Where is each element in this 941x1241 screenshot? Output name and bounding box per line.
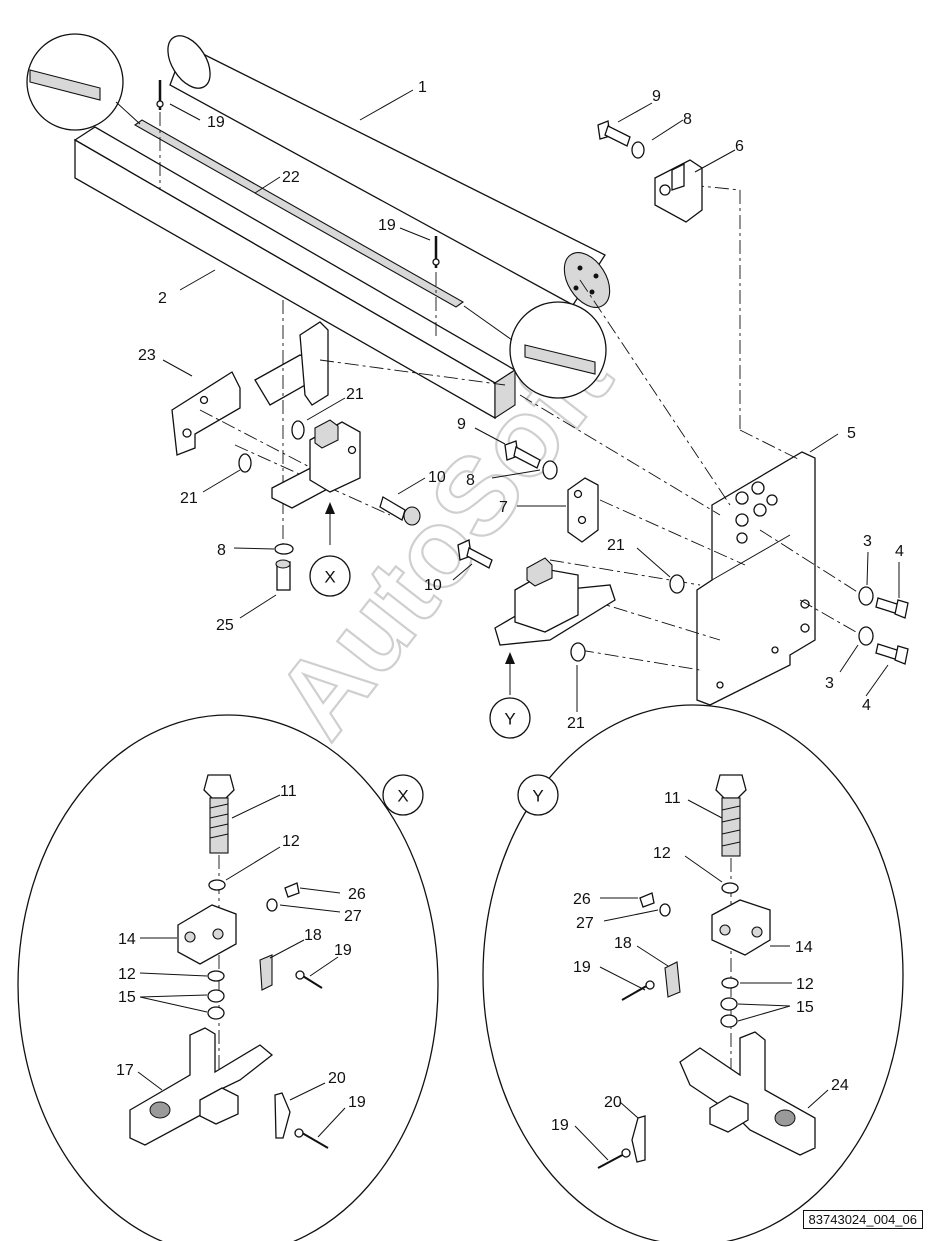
label-9: 9 <box>652 88 661 105</box>
label-11: 11 <box>664 790 681 807</box>
bolt-4-upper <box>875 597 909 619</box>
label-19: 19 <box>551 1117 569 1134</box>
pin-19-top <box>156 80 164 190</box>
label-23: 23 <box>138 347 156 364</box>
callout-y-detail: Y <box>517 774 559 816</box>
label-22: 22 <box>282 169 300 186</box>
label-24: 24 <box>831 1077 849 1094</box>
left-clamp-block <box>271 419 361 509</box>
label-25: 25 <box>216 617 234 634</box>
strip-detail-bottom <box>463 301 607 399</box>
label-12: 12 <box>796 976 814 993</box>
label-26: 26 <box>573 891 591 908</box>
label-11: 11 <box>280 783 297 800</box>
label-12: 12 <box>118 966 136 983</box>
callout-y-main: Y <box>489 697 531 739</box>
svg-text:Y: Y <box>532 787 543 806</box>
label-26: 26 <box>348 886 366 903</box>
support-beam <box>73 119 517 420</box>
label-21: 21 <box>346 386 364 403</box>
washer-3-lower <box>858 626 874 646</box>
scale-strip <box>133 119 465 308</box>
label-2: 2 <box>158 290 167 307</box>
detail-y <box>482 704 904 1241</box>
label-19: 19 <box>378 217 396 234</box>
label-8: 8 <box>683 111 692 128</box>
washer-8-left <box>274 543 294 555</box>
washer-21-left-a <box>291 420 305 440</box>
strip-detail-top <box>26 33 141 131</box>
label-21: 21 <box>567 715 585 732</box>
bolt-9-mid <box>504 440 541 469</box>
svg-text:X: X <box>397 787 408 806</box>
label-3: 3 <box>863 533 872 550</box>
label-6: 6 <box>735 138 744 155</box>
svg-text:Y: Y <box>504 710 515 729</box>
part-number-labels: 1 2 22 19 19 23 9 8 6 5 21 21 10 8 25 9 … <box>116 79 904 1134</box>
label-20: 20 <box>604 1094 622 1111</box>
label-15: 15 <box>118 989 136 1006</box>
leader-lines <box>137 89 900 1161</box>
label-18: 18 <box>614 935 632 952</box>
washer-21-right-a <box>669 574 685 594</box>
label-20: 20 <box>328 1070 346 1087</box>
left-bracket-23 <box>171 321 329 456</box>
side-plate-5 <box>696 451 816 706</box>
label-21: 21 <box>180 490 198 507</box>
drawing-reference-code: 83743024_004_06 <box>802 1210 923 1229</box>
pin-19-mid <box>432 236 440 340</box>
label-17: 17 <box>116 1062 134 1079</box>
washer-21-left-b <box>238 453 252 473</box>
label-10: 10 <box>428 469 446 486</box>
label-5: 5 <box>847 425 856 442</box>
label-7: 7 <box>499 499 508 516</box>
svg-text:X: X <box>324 568 335 587</box>
label-9: 9 <box>457 416 466 433</box>
washer-3-upper <box>858 586 874 606</box>
label-12: 12 <box>653 845 671 862</box>
washer-21-right-b <box>570 642 586 662</box>
label-18: 18 <box>304 927 322 944</box>
label-27: 27 <box>344 908 362 925</box>
label-4: 4 <box>895 543 904 560</box>
label-12: 12 <box>282 833 300 850</box>
right-clamp-block <box>457 539 616 646</box>
label-4: 4 <box>862 697 871 714</box>
callout-x-detail: X <box>382 774 424 816</box>
label-27: 27 <box>576 915 594 932</box>
bracket-6 <box>654 159 703 223</box>
label-8: 8 <box>466 472 475 489</box>
bolt-9-top <box>597 120 631 147</box>
label-8: 8 <box>217 542 226 559</box>
label-19: 19 <box>334 942 352 959</box>
label-21: 21 <box>607 537 625 554</box>
bolt-10-left <box>379 496 421 526</box>
label-3: 3 <box>825 675 834 692</box>
screw-25-left <box>275 559 291 591</box>
bracket-7 <box>567 477 599 543</box>
washer-8-top <box>631 141 645 159</box>
callout-x-main: X <box>309 555 351 597</box>
washer-8-mid <box>542 460 558 480</box>
bolt-4-lower <box>875 643 909 665</box>
label-19: 19 <box>573 959 591 976</box>
label-14: 14 <box>795 939 813 956</box>
detail-x <box>17 714 439 1241</box>
label-15: 15 <box>796 999 814 1016</box>
label-14: 14 <box>118 931 136 948</box>
label-19: 19 <box>348 1094 366 1111</box>
label-10: 10 <box>424 577 442 594</box>
label-19: 19 <box>207 114 225 131</box>
label-1: 1 <box>418 79 427 96</box>
